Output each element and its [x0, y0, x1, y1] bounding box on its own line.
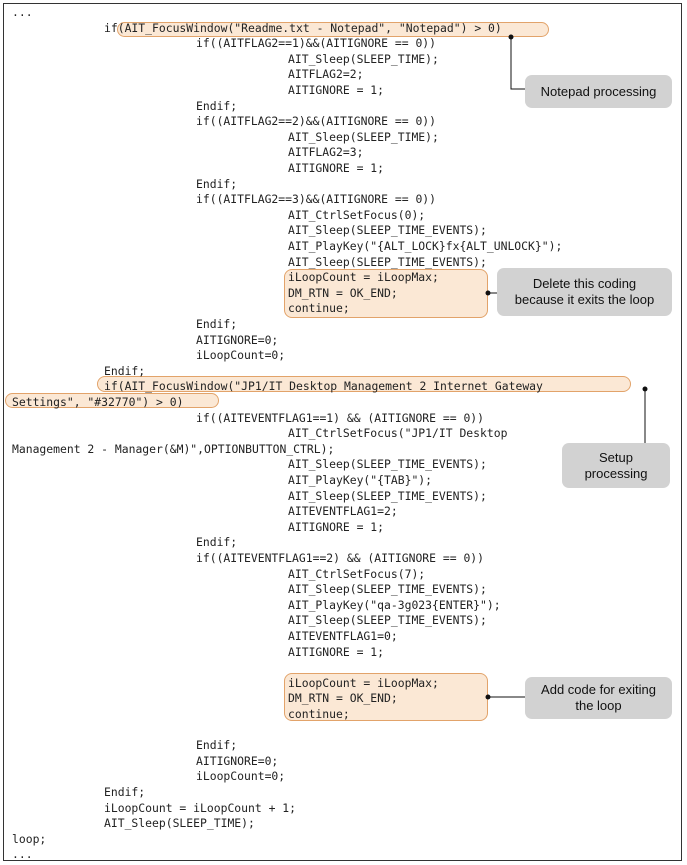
code-line: Settings", "#32770") > 0)	[12, 395, 184, 409]
callout-text: Add code for exiting the loop	[541, 682, 656, 713]
code-line: AITIGNORE = 1;	[288, 161, 385, 175]
leader-notepad-dot	[508, 34, 514, 40]
highlight-delete-block	[284, 269, 488, 318]
code-line: Endif;	[196, 98, 238, 113]
code-line: Endif;	[196, 535, 238, 550]
code-line: Endif;	[196, 176, 238, 191]
code-line: if((AITEVENTFLAG1==1) && (AITIGNORE == 0…	[196, 410, 485, 425]
code-line: Endif;	[104, 363, 146, 378]
highlight-setup-condition-2	[5, 393, 219, 408]
code-line: Endif;	[196, 738, 238, 753]
highlight-notepad-condition	[117, 22, 549, 37]
callout-text: Setup processing	[584, 449, 648, 481]
code-line: iLoopCount = iLoopCount + 1;	[104, 800, 297, 815]
code-line: ...	[12, 5, 33, 19]
code-line: DM_RTN = OK_END;	[288, 285, 398, 300]
code-line: if((AITFLAG2==2)&&(AITIGNORE == 0))	[196, 114, 437, 129]
code-line: Management 2 - Manager(&M)",OPTIONBUTTON…	[12, 441, 335, 456]
code-line: AITIGNORE = 1;	[288, 519, 385, 534]
code-line: iLoopCount=0;	[196, 348, 286, 363]
code-line: AIT_Sleep(SLEEP_TIME_EVENTS);	[288, 254, 487, 269]
code-line: AIT_Sleep(SLEEP_TIME_EVENTS);	[288, 613, 487, 628]
code-line: AIT_Sleep(SLEEP_TIME_EVENTS);	[288, 457, 487, 472]
code-line: AIT_Sleep(SLEEP_TIME_EVENTS);	[288, 223, 487, 238]
code-line: iLoopCount = iLoopMax;	[288, 675, 439, 690]
code-line: AIT_Sleep(SLEEP_TIME_EVENTS);	[288, 582, 487, 597]
callout-notepad-processing: Notepad processing	[525, 75, 672, 108]
code-line: AIT_CtrlSetFocus(0);	[288, 207, 426, 222]
code-line: AIT_Sleep(SLEEP_TIME);	[104, 816, 255, 831]
code-line: if((AITFLAG2==3)&&(AITIGNORE == 0))	[196, 192, 437, 207]
code-line: AITIGNORE = 1;	[288, 644, 385, 659]
leader-delete-dot	[485, 290, 491, 296]
code-line: if((AITEVENTFLAG1==2) && (AITIGNORE == 0…	[196, 551, 485, 565]
leader-lines	[485, 34, 648, 700]
code-line: AIT_CtrlSetFocus("JP1/IT Desktop	[288, 426, 508, 441]
code-line: AITEVENTFLAG1=2;	[288, 504, 398, 519]
callout-text: Delete this coding because it exits the …	[514, 276, 655, 307]
code-line: iLoopCount=0;	[196, 769, 286, 784]
callout-text: Notepad processing	[540, 83, 657, 99]
callout-setup-processing: Setup processing	[562, 443, 670, 488]
callout-delete-coding: Delete this coding because it exits the …	[497, 268, 672, 316]
code-line: AITFLAG2=3;	[288, 145, 364, 160]
code-line: Endif;	[104, 785, 146, 799]
code-line: iLoopCount = iLoopMax;	[288, 270, 439, 285]
code-line: AITFLAG2=2;	[288, 67, 364, 82]
code-line: AIT_Sleep(SLEEP_TIME);	[288, 129, 439, 144]
code-line: continue;	[288, 301, 350, 316]
code-line: AITIGNORE=0;	[196, 332, 279, 347]
callout-add-code: Add code for exiting the loop	[525, 677, 672, 719]
code-line: AIT_PlayKey("{TAB}");	[288, 473, 433, 487]
code-line: Endif;	[196, 317, 238, 331]
highlight-add-block	[284, 673, 488, 721]
code-line: if(AIT_FocusWindow("Readme.txt - Notepad…	[104, 20, 502, 35]
code-line: AIT_Sleep(SLEEP_TIME);	[288, 51, 439, 66]
highlight-setup-condition-1	[97, 376, 631, 392]
code-line: if(AIT_FocusWindow("JP1/IT Desktop Manag…	[104, 379, 543, 394]
code-listing-frame: ... if(AIT_FocusWindow("Readme.txt - Note…	[3, 3, 682, 861]
code-line: AIT_PlayKey("{ALT_LOCK}fx{ALT_UNLOCK}");	[288, 239, 563, 253]
code-line: AITIGNORE = 1;	[288, 83, 385, 97]
leader-notepad	[510, 37, 525, 90]
code-line: AIT_PlayKey("qa-3g023{ENTER}");	[288, 597, 501, 612]
code-line: if((AITFLAG2==1)&&(AITIGNORE == 0))	[196, 36, 437, 51]
code-line: DM_RTN = OK_END;	[288, 691, 398, 706]
code-line: AITEVENTFLAG1=0;	[288, 629, 398, 643]
leader-add-dot	[485, 694, 491, 700]
code-line: AITIGNORE=0;	[196, 753, 279, 768]
leader-setup-dot	[642, 386, 648, 392]
code-line: AIT_Sleep(SLEEP_TIME_EVENTS);	[288, 488, 487, 503]
code-line: AIT_CtrlSetFocus(7);	[288, 566, 426, 581]
code-line: loop;	[12, 831, 47, 846]
code-line: ...	[12, 847, 33, 862]
code-line: continue;	[288, 707, 350, 721]
